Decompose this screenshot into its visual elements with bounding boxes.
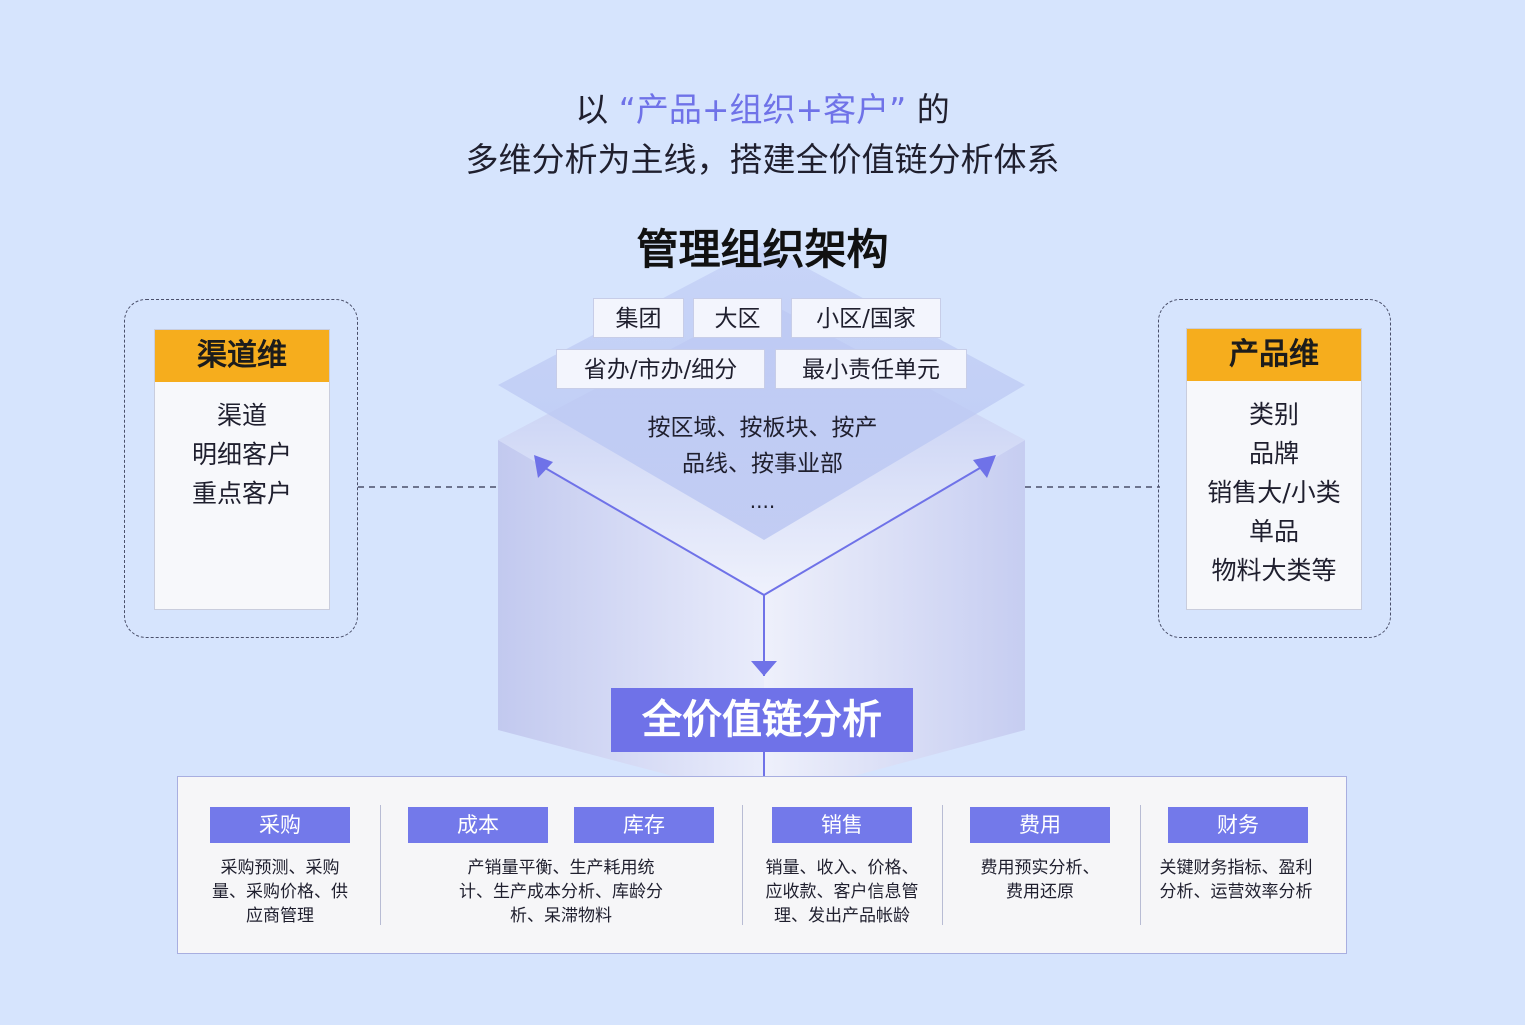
- module-inventory-label: 库存: [574, 807, 714, 843]
- channel-dimension-title: 渠道维: [155, 330, 329, 382]
- arrow-line-right: [763, 464, 986, 596]
- product-dimension-frame: [1158, 299, 1391, 638]
- desc-line: 应商管理: [246, 906, 314, 926]
- module-finance-desc: 关键财务指标、盈利 分析、运营效率分析: [1146, 856, 1326, 904]
- org-desc-line-1: 按区域、按板块、按产: [647, 415, 878, 441]
- module-cost-inventory-desc: 产销量平衡、生产耗用统 计、生产成本分析、库龄分 析、呆滞物料: [436, 856, 686, 928]
- org-tag-region: 大区: [693, 298, 782, 338]
- headline-line-1: 以 “产品+组织+客户” 的: [0, 88, 1525, 132]
- product-dimension-list: 类别 品牌 销售大/小类 单品 物料大类等: [1187, 381, 1361, 590]
- product-item: 品牌: [1248, 439, 1299, 468]
- module-purchase-label: 采购: [210, 807, 350, 843]
- arrow-head-down: [751, 661, 777, 676]
- product-dimension-card: 产品维 类别 品牌 销售大/小类 单品 物料大类等: [1186, 328, 1362, 610]
- desc-line: 分析、运营效率分析: [1159, 882, 1313, 902]
- product-item: 单品: [1248, 517, 1299, 546]
- module-purchase-desc: 采购预测、采购 量、采购价格、供 应商管理: [196, 856, 364, 928]
- product-item: 类别: [1248, 400, 1299, 429]
- channel-item: 重点客户: [191, 479, 292, 508]
- desc-line: 费用预实分析、: [980, 858, 1100, 878]
- desc-line: 量、采购价格、供: [212, 882, 348, 902]
- channel-dimension-card: 渠道维 渠道 明细客户 重点客户: [154, 329, 330, 610]
- desc-line: 理、发出产品帐龄: [774, 906, 910, 926]
- headline-prefix: 以: [575, 90, 609, 129]
- org-tag-group: 集团: [593, 298, 684, 338]
- module-expense-desc: 费用预实分析、 费用还原: [960, 856, 1120, 904]
- desc-line: 析、呆滞物料: [510, 906, 612, 926]
- channel-item: 明细客户: [191, 440, 292, 469]
- headline-suffix: 的: [916, 90, 950, 129]
- org-tag-subregion: 小区/国家: [791, 298, 941, 338]
- module-divider: [742, 805, 743, 925]
- desc-line: 产销量平衡、生产耗用统: [467, 858, 655, 878]
- arrow-head-left: [534, 455, 553, 478]
- module-sales-label: 销售: [772, 807, 912, 843]
- desc-line: 应收款、客户信息管: [765, 882, 919, 902]
- product-item: 物料大类等: [1211, 556, 1337, 585]
- module-finance-label: 财务: [1168, 807, 1308, 843]
- module-expense-label: 费用: [970, 807, 1110, 843]
- arrow-head-right: [973, 455, 996, 478]
- desc-line: 销量、收入、价格、: [765, 858, 919, 878]
- module-cost-label: 成本: [408, 807, 548, 843]
- desc-line: 费用还原: [1006, 882, 1074, 902]
- product-dimension-title: 产品维: [1187, 329, 1361, 381]
- channel-dimension-frame: [124, 299, 358, 638]
- channel-item: 渠道: [216, 401, 267, 430]
- org-tag-province: 省办/市办/细分: [556, 349, 765, 389]
- module-panel: [177, 776, 1347, 954]
- desc-line: 关键财务指标、盈利: [1159, 858, 1313, 878]
- desc-line: 计、生产成本分析、库龄分: [459, 882, 663, 902]
- org-tag-min-unit: 最小责任单元: [775, 349, 967, 389]
- org-structure-title: 管理组织架构: [636, 225, 889, 274]
- module-divider: [1140, 805, 1141, 925]
- headline-line-2: 多维分析为主线，搭建全价值链分析体系: [465, 140, 1060, 179]
- module-divider: [942, 805, 943, 925]
- module-divider: [380, 805, 381, 925]
- channel-dimension-list: 渠道 明细客户 重点客户: [155, 382, 329, 513]
- arrow-line-left: [539, 464, 765, 596]
- desc-line: 采购预测、采购: [220, 858, 340, 878]
- product-item: 销售大/小类: [1207, 478, 1341, 507]
- module-sales-desc: 销量、收入、价格、 应收款、客户信息管 理、发出产品帐龄: [752, 856, 932, 928]
- org-desc-line-2: 品线、按事业部: [682, 451, 843, 477]
- org-desc-ellipsis: ....: [749, 489, 776, 513]
- value-chain-analysis-label: 全价值链分析: [611, 688, 913, 752]
- headline-highlight: “产品+组织+客户”: [618, 90, 907, 129]
